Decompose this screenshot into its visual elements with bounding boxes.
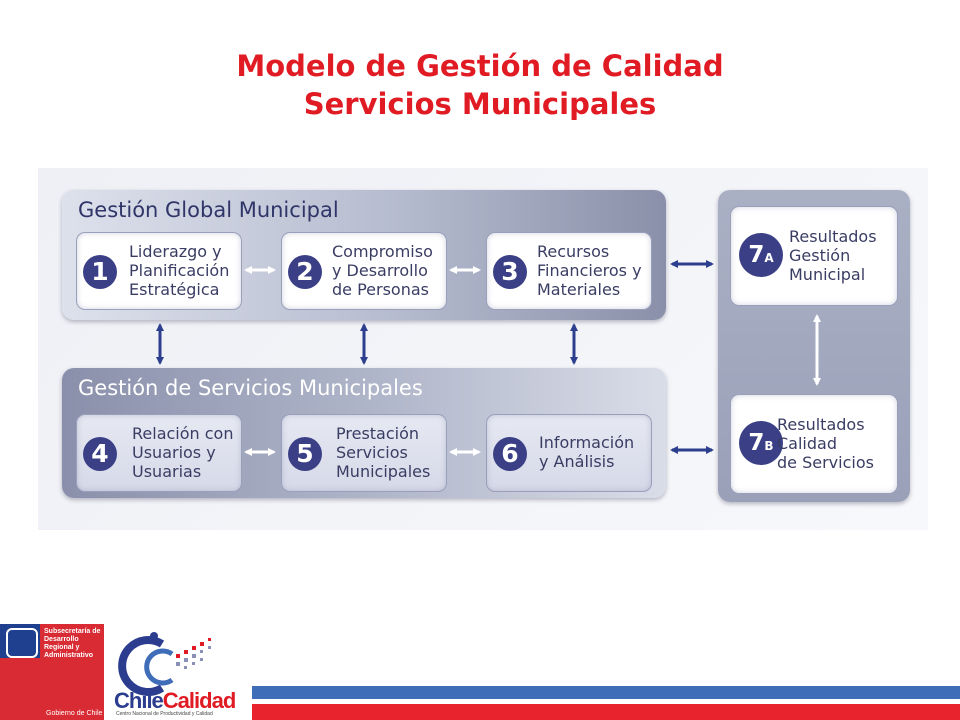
- criterion-box-5: 5 Prestación Servicios Municipales: [281, 414, 447, 492]
- badge-5: 5: [288, 437, 322, 471]
- criterion-box-4: 4 Relación con Usuarios y Usuarias: [76, 414, 242, 492]
- footer-red-bar: [252, 704, 960, 720]
- badge-6: 6: [493, 437, 527, 471]
- badge-7b: 7B: [739, 421, 783, 465]
- criterion-label: Prestación Servicios Municipales: [336, 424, 431, 481]
- criterion-label: Resultados Calidad de Servicios: [777, 415, 874, 472]
- criterion-label: Información y Análisis: [539, 433, 635, 471]
- gob-text: Subsecretaría de Desarrollo Regional y A…: [44, 628, 101, 659]
- connector-arrows: [156, 260, 821, 456]
- gobierno-logo: Subsecretaría de Desarrollo Regional y A…: [0, 624, 104, 720]
- badge-3: 3: [493, 255, 527, 289]
- criterion-box-3: 3 Recursos Financieros y Materiales: [486, 232, 652, 310]
- chilecalidad-subtitle: Centro Nacional de Productividad y Calid…: [116, 711, 213, 717]
- criterion-label: Compromiso y Desarrollo de Personas: [332, 242, 433, 299]
- chilecalidad-name: ChileCalidad: [114, 688, 236, 713]
- criterion-label: Resultados Gestión Municipal: [789, 227, 877, 284]
- panel-title: Gestión Global Municipal: [78, 198, 339, 222]
- criterion-box-2: 2 Compromiso y Desarrollo de Personas: [281, 232, 447, 310]
- quality-model-diagram: Gestión Global Municipal Gestión de Serv…: [38, 168, 928, 530]
- criterion-box-7b: 7B Resultados Calidad de Servicios: [730, 394, 898, 494]
- criterion-box-7a: 7A Resultados Gestión Municipal: [730, 206, 898, 306]
- badge-1: 1: [83, 255, 117, 289]
- badge-4: 4: [83, 437, 117, 471]
- criterion-box-6: 6 Información y Análisis: [486, 414, 652, 492]
- gob-bottom-text: Gobierno de Chile: [46, 710, 103, 717]
- badge-2: 2: [288, 255, 322, 289]
- criterion-box-1: 1 Liderazgo y Planificación Estratégica: [76, 232, 242, 310]
- page-title-line1: Modelo de Gestión de Calidad: [236, 49, 724, 83]
- criterion-label: Recursos Financieros y Materiales: [537, 242, 642, 299]
- badge-7a: 7A: [739, 233, 783, 277]
- panel-title: Gestión de Servicios Municipales: [78, 376, 423, 400]
- chilecalidad-logo-icon: [118, 632, 211, 696]
- coat-of-arms-icon: [6, 628, 38, 658]
- criterion-label: Relación con Usuarios y Usuarias: [132, 424, 234, 481]
- page-title-line2: Servicios Municipales: [303, 87, 657, 121]
- criterion-label: Liderazgo y Planificación Estratégica: [129, 242, 230, 299]
- footer-blue-bar: [252, 686, 960, 699]
